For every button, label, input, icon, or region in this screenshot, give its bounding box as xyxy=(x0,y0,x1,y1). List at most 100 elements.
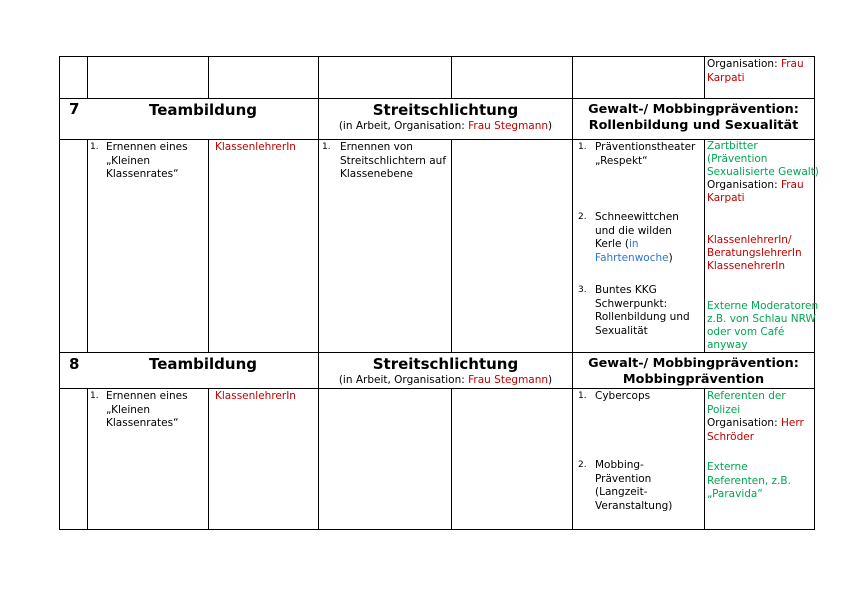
item-link-text: in xyxy=(628,238,639,250)
heading-line: Gewalt-/ Mobbingprävention: xyxy=(588,102,799,117)
table-rule xyxy=(59,139,815,140)
org-name: Herr xyxy=(780,417,804,429)
list-item: Ernennen von Streitschlichtern auf Klass… xyxy=(340,141,446,182)
resp-line: z.B. von Schlau NRW xyxy=(707,313,816,325)
table-rule xyxy=(572,56,573,530)
list-item: Mobbing- Prävention (Langzeit- Veranstal… xyxy=(595,459,672,513)
responsible-person: KlassenlehrerIn xyxy=(215,141,296,153)
subtitle-text: ) xyxy=(548,374,553,386)
table-rule xyxy=(208,388,209,530)
heading-line: Rollenbildung und Sexualität xyxy=(588,118,799,133)
list-number: 1. xyxy=(90,142,99,152)
item-line: Rollenbildung und xyxy=(595,311,690,323)
gewalt-heading: Gewalt-/ Mobbingprävention: Mobbingpräve… xyxy=(573,356,814,388)
resp-line: oder vom Café xyxy=(707,326,785,338)
grade-number: 8 xyxy=(69,355,80,373)
gewalt-heading: Gewalt-/ Mobbingprävention: Rollenbildun… xyxy=(573,102,814,134)
item-line: Sexualität xyxy=(595,324,648,337)
item-line: „Kleinen xyxy=(106,154,151,167)
org-name: Karpati xyxy=(707,192,745,204)
subtitle-text: (in Arbeit, Organisation: xyxy=(338,374,465,386)
responsible-block: Externe Referenten, z.B. „Paravida“ xyxy=(707,461,791,502)
item-line: Prävention xyxy=(595,472,652,485)
streitschlichtung-subtitle: (in Arbeit, Organisation: Frau Stegmann) xyxy=(319,120,572,133)
subtitle-text: ) xyxy=(548,120,553,132)
teambildung-heading: Teambildung xyxy=(148,355,258,373)
item-line: Klassenrates“ xyxy=(106,417,179,429)
table-rule xyxy=(87,388,88,530)
table-rule xyxy=(704,388,705,530)
item-line: Klassenebene xyxy=(340,168,413,180)
table-rule xyxy=(451,388,452,530)
item-link-text: Fahrtenwoche xyxy=(595,251,669,264)
resp-line: Referenten, z.B. xyxy=(707,474,791,487)
list-number: 3. xyxy=(578,285,587,295)
item-line: ) xyxy=(668,251,673,264)
responsible-block: Zartbitter (Prävention Sexualisierte Gew… xyxy=(707,140,819,205)
resp-line: „Paravida“ xyxy=(707,488,763,500)
item-line: „Respekt“ xyxy=(595,154,648,167)
resp-line: Externe xyxy=(707,461,748,473)
responsible-block: KlassenlehrerIn/ BeratungslehrerIn Klass… xyxy=(707,234,802,273)
streitschlichtung-subtitle: (in Arbeit, Organisation: Frau Stegmann) xyxy=(319,374,572,387)
item-line: Kerle ( xyxy=(595,238,629,250)
list-number: 1. xyxy=(90,391,99,401)
resp-line: KlassenlehrerIn/ xyxy=(707,234,792,246)
item-line: Präventionstheater xyxy=(595,141,696,153)
table-rule xyxy=(704,56,705,99)
table-rule xyxy=(59,98,815,99)
item-line: Ernennen eines xyxy=(106,141,188,153)
item-line: Buntes KKG xyxy=(595,284,657,296)
item-line: Mobbing- xyxy=(595,459,644,471)
item-line: (Langzeit- xyxy=(595,486,648,498)
table-rule xyxy=(59,56,60,530)
resp-line: BeratungslehrerIn xyxy=(707,247,802,259)
list-number: 1. xyxy=(578,142,587,152)
list-number: 2. xyxy=(578,460,587,470)
resp-line: Polizei xyxy=(707,403,741,416)
table-rule xyxy=(704,139,705,353)
grade-number: 7 xyxy=(69,100,80,118)
list-item: Buntes KKG Schwerpunkt: Rollenbildung un… xyxy=(595,284,690,338)
table-rule xyxy=(59,529,815,530)
table-rule xyxy=(451,139,452,353)
item-line: Klassenrates“ xyxy=(106,168,179,180)
list-item: Cybercops xyxy=(595,390,650,404)
item-line: Cybercops xyxy=(595,390,651,402)
table-rule xyxy=(59,352,815,353)
table-rule xyxy=(87,56,88,99)
org-name: Frau xyxy=(780,58,804,70)
streitschlichtung-heading: Streitschlichtung xyxy=(372,355,519,373)
list-number: 1. xyxy=(322,142,331,152)
list-item: Schneewittchen und die wilden Kerle (in … xyxy=(595,211,679,265)
org-label: Organisation: xyxy=(707,58,778,70)
list-item: Präventionstheater „Respekt“ xyxy=(595,141,695,168)
org-label: Organisation: xyxy=(707,179,778,191)
resp-line: Externe Moderatoren xyxy=(707,300,819,312)
table-rule xyxy=(59,388,815,389)
item-line: und die wilden xyxy=(595,224,672,237)
item-line: Veranstaltung) xyxy=(595,499,673,512)
item-line: Ernennen eines xyxy=(106,390,188,402)
resp-line: Referenten der xyxy=(707,390,786,402)
resp-line: (Prävention xyxy=(707,153,768,165)
table-rule xyxy=(59,56,815,57)
organiser-name: Frau Stegmann xyxy=(468,120,549,132)
list-number: 1. xyxy=(578,391,587,401)
table-rule xyxy=(814,56,815,530)
teambildung-heading: Teambildung xyxy=(148,101,258,119)
item-line: Schwerpunkt: xyxy=(595,297,668,310)
table-rule xyxy=(87,139,88,353)
item-line: „Kleinen xyxy=(106,403,151,416)
resp-line: Sexualisierte Gewalt) xyxy=(707,166,819,178)
responsible-block: Referenten der Polizei Organisation: Her… xyxy=(707,390,804,444)
list-item: Ernennen eines „Kleinen Klassenrates“ xyxy=(106,390,188,431)
resp-line: Zartbitter xyxy=(707,140,758,152)
table-rule xyxy=(208,139,209,353)
responsible-block: Externe Moderatoren z.B. von Schlau NRW … xyxy=(707,300,818,352)
organiser-name: Frau Stegmann xyxy=(468,374,549,386)
item-line: Ernennen von xyxy=(340,141,413,153)
table-rule xyxy=(318,56,319,530)
table-rule xyxy=(451,56,452,99)
resp-line: anyway xyxy=(707,339,748,351)
